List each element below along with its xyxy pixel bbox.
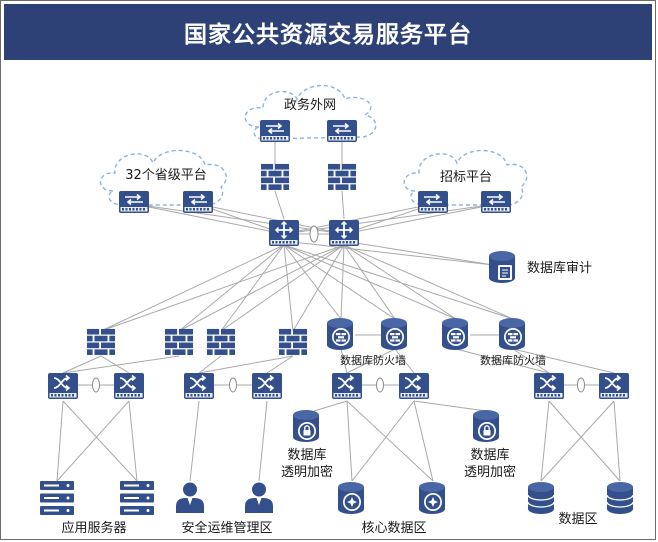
encrypted-db-right-icon [472, 409, 500, 443]
ops-admin-right-icon [245, 482, 273, 513]
cloud-bidding: 招标平台 [403, 149, 528, 206]
data-zone-db-left-icon [527, 481, 555, 515]
network-links [56, 142, 621, 482]
core-db-left-icon [338, 482, 364, 514]
encrypt-left-label-2: 透明加密 [281, 464, 333, 480]
provincial-router-right-icon [182, 190, 214, 214]
data-zone-db-right-icon [606, 481, 634, 515]
gov-router-right-icon [326, 119, 358, 143]
provincial-router-left-icon [118, 190, 150, 214]
encrypt-right-label-2: 透明加密 [464, 464, 516, 480]
db-firewall-data-right-icon [499, 318, 525, 350]
db-firewall-data-label: 数据库防火墙 [480, 353, 546, 367]
core-data-switch-left-icon [331, 372, 363, 400]
data-zone-switch-left-icon [533, 372, 565, 400]
core-switch-left-icon [268, 219, 300, 247]
db-firewall-data-left-icon [442, 318, 468, 350]
app-servers-label: 应用服务器 [61, 520, 126, 536]
link-aggregation-markers [92, 225, 585, 393]
db-firewall-core-left-icon [327, 318, 353, 350]
encrypted-db-left-icon [292, 409, 320, 443]
db-firewall-core-label: 数据库防火墙 [340, 353, 406, 367]
ops-firewall-right-icon [279, 328, 307, 355]
gov-router-left-icon [259, 119, 291, 143]
bidding-router-right-icon [480, 190, 512, 214]
ops-firewall-mid-icon [207, 328, 235, 355]
cloud-provincial-label: 32个省级平台 [125, 168, 207, 183]
app-firewall-icon [87, 328, 115, 355]
data-zone-label: 数据区 [558, 512, 597, 527]
bidding-router-left-icon [417, 190, 449, 214]
db-audit-icon [488, 250, 516, 284]
ops-firewall-left-icon [165, 328, 193, 355]
app-switch-right-icon [113, 372, 145, 400]
ops-admin-left-icon [176, 482, 204, 513]
db-audit-label: 数据库审计 [527, 260, 592, 276]
ops-switch-left-icon [183, 372, 215, 400]
core-switch-right-icon [328, 219, 360, 247]
cloud-provincial: 32个省级平台 [99, 149, 227, 206]
db-firewall-core-right-icon [381, 318, 407, 350]
app-switch-left-icon [47, 372, 79, 400]
app-server-left-icon [40, 481, 74, 515]
cloud-bidding-label: 招标平台 [440, 170, 492, 185]
encrypt-left-label-1: 数据库 [287, 447, 326, 463]
page-title: 国家公共资源交易服务平台 [184, 22, 472, 48]
data-zone-switch-right-icon [598, 372, 630, 400]
cloud-gov-net: 政务外网 [244, 84, 377, 140]
app-server-right-icon [120, 481, 154, 515]
core-data-label: 核心数据区 [361, 521, 426, 536]
core-data-switch-right-icon [398, 372, 430, 400]
title-banner: 国家公共资源交易服务平台 [4, 4, 652, 60]
ops-zone-label: 安全运维管理区 [181, 520, 272, 536]
cloud-gov-net-label: 政务外网 [284, 97, 336, 113]
ops-switch-right-icon [251, 372, 283, 400]
encrypt-right-label-1: 数据库 [470, 447, 509, 463]
core-db-right-icon [419, 482, 445, 514]
